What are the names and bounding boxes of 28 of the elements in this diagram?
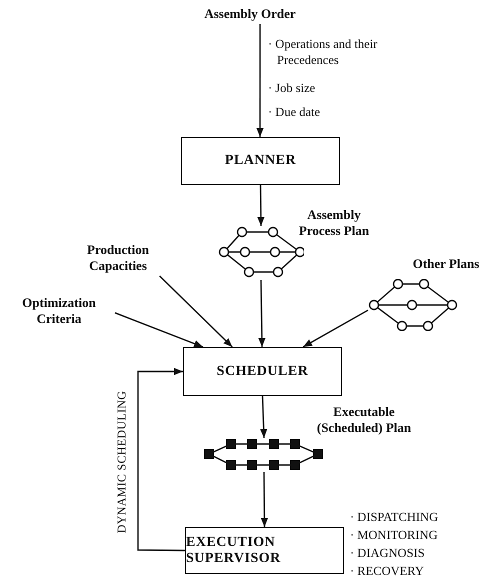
input-label: Assembly Order (204, 6, 296, 22)
bullet-note: · DISPATCHING (350, 509, 440, 525)
bullet-note: · MONITORING (350, 527, 439, 543)
plan-caption: Other Plans (412, 256, 480, 272)
box-label: SCHEDULER (216, 364, 308, 380)
bullet-note: · Job size (268, 80, 316, 96)
process-box (185, 527, 344, 574)
plan-caption: Assembly Process Plan (298, 207, 370, 239)
process-box (181, 137, 340, 185)
arrow (256, 24, 264, 137)
bullet-note: · Operations and their Precedences (268, 36, 378, 68)
bullet-note: · DIAGNOSIS (350, 545, 426, 561)
arrow (258, 280, 266, 348)
bullet-note: · Due date (268, 104, 322, 120)
arrow (257, 185, 264, 226)
arrow (137, 368, 185, 552)
arrow (114, 312, 204, 348)
input-label: Production Capacities (86, 242, 150, 274)
plan-caption: Executable (Scheduled) Plan (316, 404, 412, 436)
arrow (159, 276, 233, 348)
process-box (183, 347, 342, 396)
box-label: PLANNER (224, 153, 296, 169)
input-label: Optimization Criteria (21, 295, 97, 327)
arrow (260, 472, 268, 527)
arrow (302, 310, 368, 348)
bullet-note: · RECOVERY (350, 563, 425, 579)
box-label: EXECUTION SUPERVISOR (186, 534, 282, 566)
arrow (260, 396, 268, 438)
